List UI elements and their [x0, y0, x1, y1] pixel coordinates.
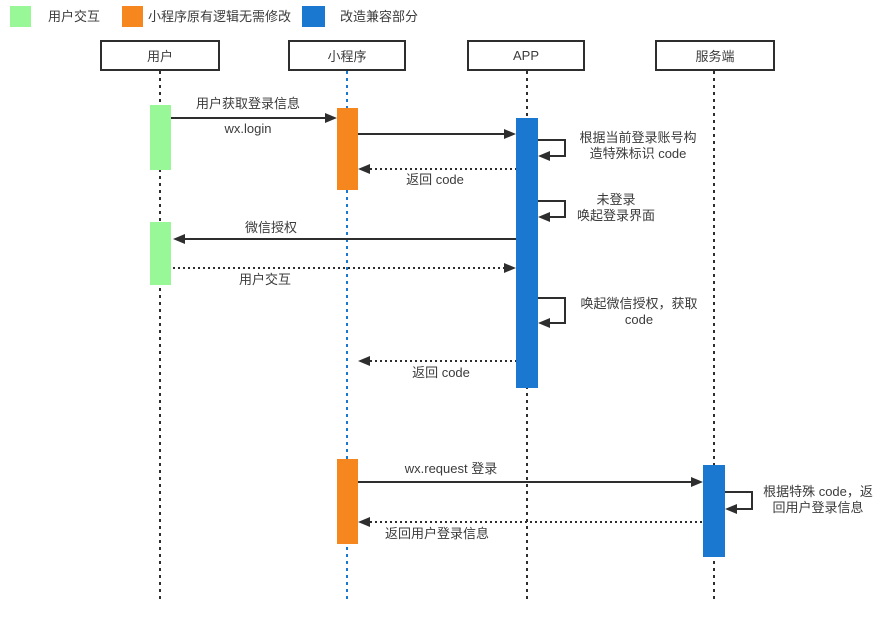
message-label: 返回 code [412, 365, 470, 380]
message-line [358, 133, 504, 135]
message-line [171, 117, 325, 119]
legend-swatch-original-logic [122, 6, 143, 27]
lifeline-server [713, 71, 715, 603]
activation-server [703, 465, 725, 557]
loop-top-line [725, 491, 753, 493]
legend-label-user-interaction: 用户交互 [48, 9, 101, 24]
arrowhead-left-icon [173, 234, 185, 244]
actor-box-app: APP [467, 40, 585, 71]
message-sublabel: wx.login [224, 121, 272, 136]
arrowhead-right-icon [504, 129, 516, 139]
activation-user-2 [150, 222, 171, 285]
label-line-2: 唤起登录界面 [576, 208, 655, 223]
loop-bottom-line [550, 155, 566, 157]
activation-user-1 [150, 105, 171, 170]
label-line-1: 未登录 [596, 192, 636, 207]
message-label: 返回 code [406, 172, 464, 187]
message-line [358, 481, 691, 483]
arrowhead-left-icon [538, 151, 550, 161]
arrowhead-right-icon [325, 113, 337, 123]
arrowhead-right-icon [691, 477, 703, 487]
arrowhead-left-icon [538, 212, 550, 222]
loop-top-line [538, 297, 566, 299]
legend-swatch-user-interaction [10, 6, 31, 27]
label-line-2: 造特殊标识 code [589, 146, 687, 161]
activation-miniprogram-1 [337, 108, 358, 190]
loop-top-line [538, 139, 566, 141]
loop-right-line [564, 139, 566, 156]
lifeline-miniprogram [346, 71, 348, 603]
arrowhead-left-icon [358, 164, 370, 174]
loop-bottom-line [550, 216, 566, 218]
actor-box-server: 服务端 [655, 40, 775, 71]
loop-bottom-line [737, 508, 753, 510]
loop-right-line [564, 200, 566, 217]
lifeline-user [159, 71, 161, 603]
label-line-1: 唤起微信授权，获取 [580, 296, 698, 311]
arrowhead-left-icon [358, 517, 370, 527]
legend-label-compat-part: 改造兼容部分 [340, 9, 419, 24]
message-line [370, 521, 703, 523]
legend-label-original-logic: 小程序原有逻辑无需修改 [148, 9, 292, 24]
loop-right-line [751, 491, 753, 510]
message-line [173, 267, 504, 269]
message-label: 用户交互 [238, 272, 291, 287]
activation-app [516, 118, 538, 388]
actor-box-miniprogram: 小程序 [288, 40, 406, 71]
self-message-label: 未登录 唤起登录界面 [566, 192, 666, 224]
activation-miniprogram-2 [337, 459, 358, 544]
arrowhead-left-icon [538, 318, 550, 328]
arrowhead-left-icon [725, 504, 737, 514]
label-line-2: 回用户登录信息 [772, 500, 864, 515]
actor-label-user: 用户 [146, 49, 173, 64]
label-line-1: 根据当前登录账号构 [579, 130, 697, 145]
actor-label-app: APP [512, 48, 539, 63]
loop-top-line [538, 200, 566, 202]
actor-label-server: 服务端 [695, 49, 735, 64]
self-message-label: 根据当前登录账号构 造特殊标识 code [575, 130, 701, 162]
legend-swatch-compat-part [302, 6, 325, 27]
label-line-2: code [624, 312, 654, 327]
actor-box-user: 用户 [100, 40, 220, 71]
self-message-label: 根据特殊 code，返 回用户登录信息 [755, 484, 881, 516]
message-label: 微信授权 [244, 220, 297, 235]
label-line-1: 根据特殊 code，返 [763, 484, 873, 499]
arrowhead-left-icon [358, 356, 370, 366]
actor-label-miniprogram: 小程序 [327, 49, 367, 64]
message-line [185, 238, 516, 240]
message-label: 返回用户登录信息 [384, 526, 489, 541]
arrowhead-right-icon [504, 263, 516, 273]
message-label: wx.request 登录 [404, 461, 498, 476]
self-message-label: 唤起微信授权，获取 code [575, 296, 703, 328]
loop-bottom-line [550, 322, 566, 324]
message-label: 用户获取登录信息 [195, 96, 300, 111]
message-line [370, 360, 516, 362]
message-line [370, 168, 516, 170]
loop-right-line [564, 297, 566, 324]
